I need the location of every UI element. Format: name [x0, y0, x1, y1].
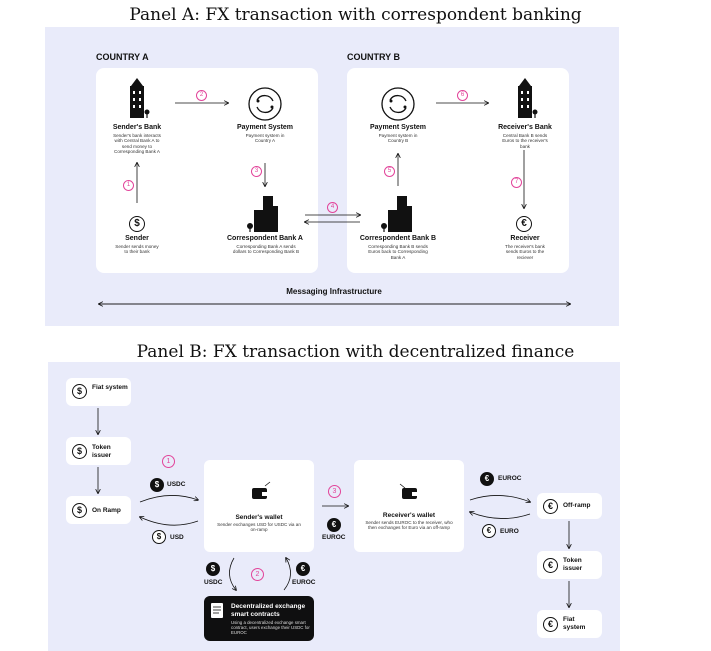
step-badge: 3	[251, 166, 262, 177]
fiat-system-label: Fiat system	[92, 384, 128, 391]
payment-system-a-desc: Payment system in Country A	[245, 133, 285, 144]
dollar-coin-icon: $	[72, 444, 87, 459]
euro-token-label: EURO	[500, 528, 519, 535]
euro-coin-icon: €	[516, 216, 532, 232]
step-badge: 4	[327, 202, 338, 213]
city-buildings-icon	[247, 196, 278, 232]
senders-wallet-label: Sender's wallet	[235, 514, 283, 521]
country-a-label: COUNTRY A	[96, 52, 149, 62]
token-issuer-label: Token issuer	[92, 444, 112, 459]
senders-bank-label: Sender's Bank	[112, 124, 162, 131]
bank-building-icon	[518, 78, 538, 118]
euroc-token-label: EUROC	[322, 534, 346, 541]
payment-system-icon	[248, 87, 282, 121]
step-badge: 5	[384, 166, 395, 177]
on-ramp-label: On Ramp	[92, 507, 121, 514]
dollar-coin-icon: $	[72, 503, 87, 518]
step-badge: 6	[457, 90, 468, 101]
receivers-wallet-box	[354, 460, 464, 552]
messaging-infrastructure-label: Messaging Infrastructure	[286, 287, 382, 296]
usdc-dex-label: USDC	[204, 579, 223, 586]
correspondent-bank-a-desc: Corresponding Bank A sends dollars to Co…	[232, 244, 300, 255]
wallet-icon	[399, 483, 417, 499]
step-badge: 1	[162, 455, 175, 468]
panel-b-title: Panel B: FX transaction with decentraliz…	[136, 342, 575, 362]
dollar-coin-icon: $	[129, 216, 145, 232]
sender-desc: Sender sends money to their bank	[115, 244, 159, 255]
correspondent-bank-b-label: Correspondent Bank B	[359, 235, 437, 242]
receiver-desc: The receiver's bank sends Euros to the r…	[505, 244, 545, 260]
senders-wallet-desc: Sender exchanges USD for USDC via an on-…	[217, 522, 301, 533]
receivers-wallet-label: Receiver's wallet	[382, 512, 436, 519]
sender-label: Sender	[125, 235, 149, 242]
dollar-coin-icon: $	[152, 530, 166, 544]
correspondent-bank-a-label: Correspondent Bank A	[227, 235, 303, 242]
euro-coin-icon: €	[543, 499, 558, 514]
usdc-coin-icon: $	[206, 562, 220, 576]
euro-coin-icon: €	[543, 558, 558, 573]
dollar-coin-icon: $	[72, 384, 87, 399]
payment-system-icon	[381, 87, 415, 121]
wallet-icon	[252, 481, 271, 499]
correspondent-bank-b-desc: Corresponding Bank B sends Euros back to…	[368, 244, 428, 260]
dex-desc: Using a decentralized exchange smart con…	[231, 620, 310, 635]
receivers-bank-desc: Central Bank B sends Euros to the receiv…	[502, 133, 548, 149]
fiat-system-right-label: Fiat system	[563, 616, 586, 631]
token-issuer-right-label: Token issuer	[563, 557, 583, 572]
euroc-coin-icon: €	[480, 472, 494, 486]
panel-b-background	[48, 362, 620, 651]
euroc-dex-label: EUROC	[292, 579, 316, 586]
payment-system-b-desc: Payment system in Country B	[378, 133, 418, 144]
step-badge: 1	[123, 180, 134, 191]
document-icon	[211, 603, 223, 618]
senders-wallet-box	[204, 460, 314, 552]
bank-building-icon	[130, 78, 150, 118]
receivers-wallet-desc: Sender sends EUROC to the receiver, who …	[365, 520, 453, 531]
euroc-coin-icon: €	[296, 562, 310, 576]
senders-bank-desc: Sender's bank interacts with Central Ban…	[113, 133, 161, 155]
step-badge: 2	[196, 90, 207, 101]
off-ramp-label: Off-ramp	[563, 502, 591, 509]
usdc-coin-icon: $	[150, 478, 164, 492]
country-b-label: COUNTRY B	[347, 52, 401, 62]
step-badge: 2	[251, 568, 264, 581]
panel-a-title: Panel A: FX transaction with corresponde…	[129, 5, 582, 25]
payment-system-b-label: Payment System	[369, 124, 427, 131]
payment-system-a-label: Payment System	[236, 124, 294, 131]
receivers-bank-label: Receiver's Bank	[498, 124, 552, 131]
euro-coin-icon: €	[543, 617, 558, 632]
receiver-label: Receiver	[510, 235, 540, 242]
step-badge: 7	[511, 177, 522, 188]
euroc-coin-icon: €	[327, 518, 341, 532]
usdc-token-label: USDC	[167, 481, 186, 488]
euro-coin-icon: €	[482, 524, 496, 538]
step-badge: 3	[328, 485, 341, 498]
city-buildings-icon	[381, 196, 412, 232]
usd-token-label: USD	[170, 534, 184, 541]
dex-label: Decentralized exchange smart contracts	[231, 603, 306, 618]
euroc-token-label-right: EUROC	[498, 475, 522, 482]
